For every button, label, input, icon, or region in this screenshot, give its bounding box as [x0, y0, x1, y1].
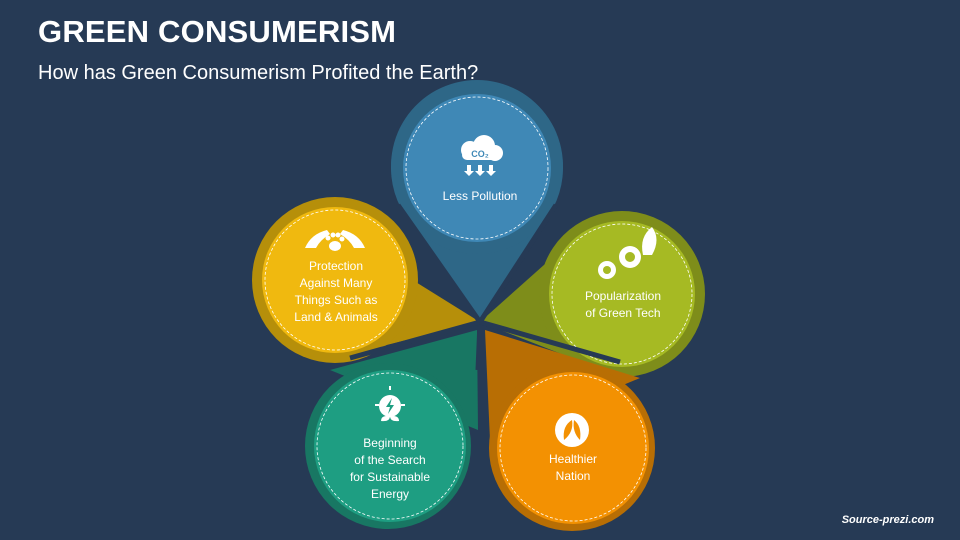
label-line: Popularization	[584, 289, 662, 303]
hands-paw-icon	[305, 230, 365, 251]
label-protection: Protection Against Many Things Such as L…	[294, 258, 377, 326]
label-healthier-nation: Healthier Nation	[549, 451, 597, 485]
gears-leaf-icon	[598, 227, 657, 279]
co2-cloud-icon: CO₂	[461, 135, 503, 176]
label-line: Protection	[308, 259, 364, 273]
label-less-pollution: Less Pollution	[442, 189, 518, 203]
petal-sustainable-energy	[305, 330, 478, 529]
label-line: Energy	[370, 487, 410, 501]
petal-less-pollution	[391, 80, 563, 322]
page-subtitle: How has Green Consumerism Profited the E…	[38, 62, 479, 84]
label-line: Against Many	[299, 276, 373, 290]
label-line: of Green Tech	[585, 306, 661, 320]
svg-text:CO₂: CO₂	[471, 149, 489, 159]
source-credit: Source-prezi.com	[841, 514, 934, 526]
petal-separators	[349, 203, 621, 371]
label-line: of the Search	[354, 453, 426, 467]
page-title: GREEN CONSUMERISM	[38, 14, 397, 49]
label-line: Healthier	[548, 452, 598, 466]
label-green-tech: Popularization of Green Tech	[585, 288, 661, 322]
label-line: Things Such as	[294, 293, 378, 307]
petal-protection	[252, 197, 480, 363]
label-line: Land & Animals	[294, 310, 378, 324]
label-line: for Sustainable	[349, 470, 431, 484]
leaves-icon	[555, 413, 589, 447]
label-line: Beginning	[363, 436, 417, 450]
petal-green-tech	[480, 211, 705, 377]
label-line: Nation	[555, 469, 591, 483]
bulb-energy-icon	[375, 386, 405, 422]
petal-healthier-nation	[485, 330, 655, 531]
label-sustainable-energy: Beginning of the Search for Sustainable …	[350, 435, 430, 503]
